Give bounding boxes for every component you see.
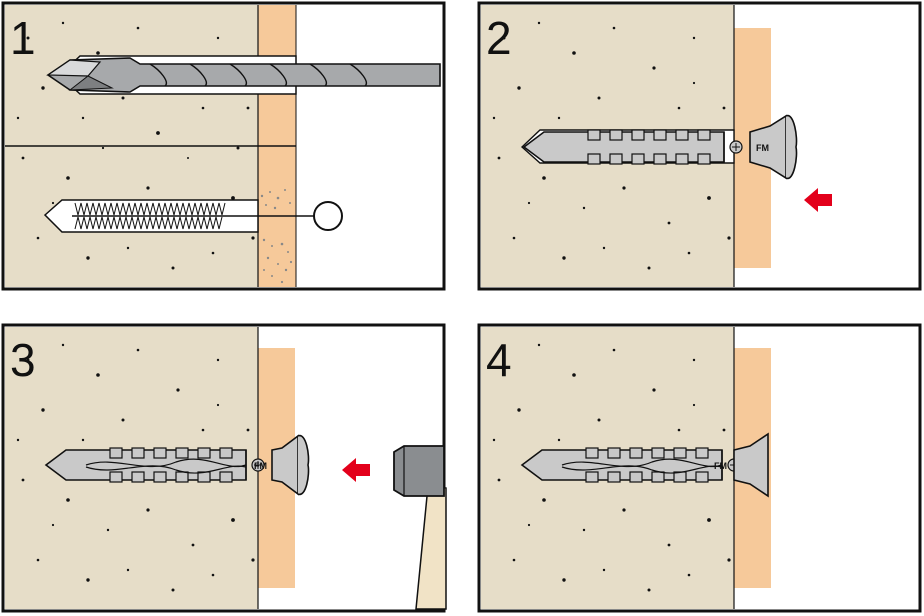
wall-anchor-icon: FM: [521, 432, 769, 498]
dust-particles: [260, 189, 293, 284]
step-number: 3: [10, 334, 36, 386]
logo-text: FM: [756, 143, 769, 153]
panel-2: FM 2: [477, 1, 922, 291]
hammer-icon: [393, 445, 447, 610]
logo-text: FM: [714, 461, 727, 471]
panel-4: FM 4: [477, 323, 922, 613]
step-number: 4: [486, 334, 512, 386]
wall-anchor-icon: FM: [45, 434, 310, 496]
logo-text: FM: [254, 461, 267, 471]
arrow-left-icon: [342, 458, 370, 482]
panel-3: FM 3: [1, 323, 447, 613]
arrow-left-icon: [804, 188, 832, 212]
step-number: 1: [10, 12, 36, 64]
wall-anchor-icon: FM: [523, 114, 798, 180]
drill-bit-icon: [46, 57, 441, 93]
step-number: 2: [486, 12, 512, 64]
panel-1: 1: [1, 1, 446, 291]
cleaning-brush-icon: [72, 201, 343, 231]
